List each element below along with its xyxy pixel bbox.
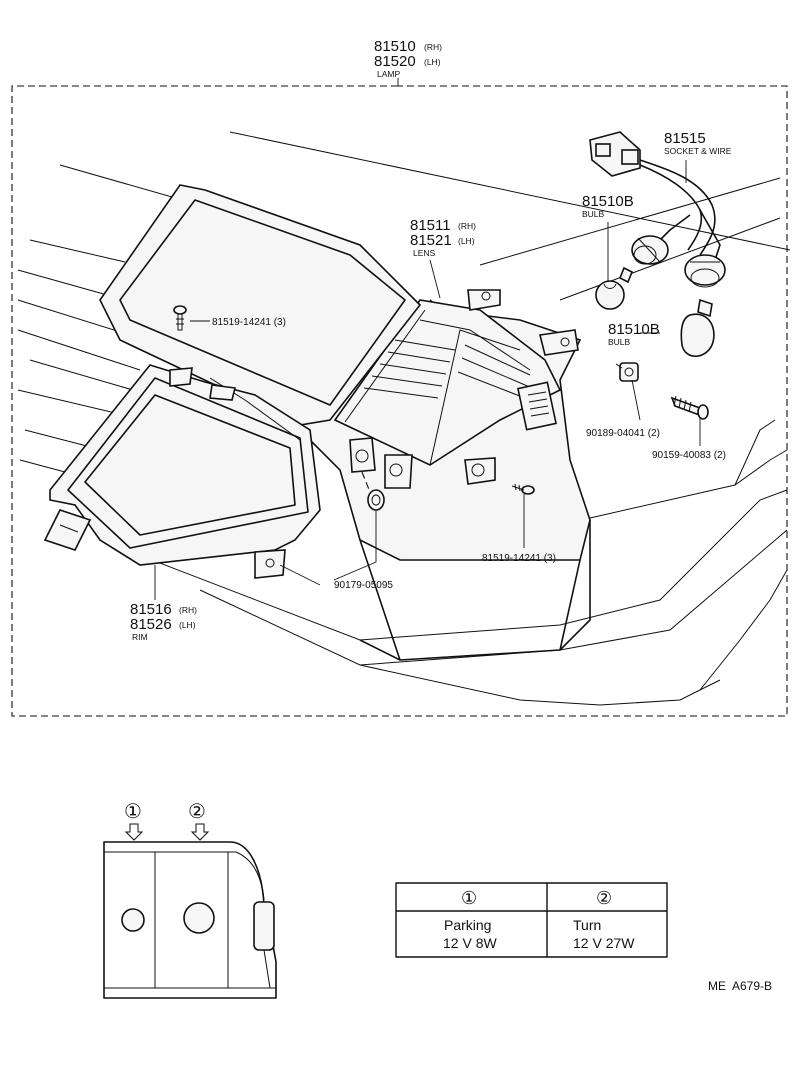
svg-text:(RH): (RH) — [458, 221, 476, 231]
table-header-2: ② — [596, 888, 612, 908]
reference-code: ME A679-B — [708, 979, 772, 993]
table-cell-parking: Parking — [444, 917, 491, 933]
svg-text:81515: 81515 — [664, 130, 706, 147]
svg-text:(LH): (LH) — [458, 236, 475, 246]
label-bulb-2: 81510B BULB — [608, 321, 660, 347]
svg-text:(RH): (RH) — [424, 42, 442, 52]
table-cell-parking-spec: 12 V 8W — [443, 935, 497, 951]
screw-side-part — [670, 395, 709, 420]
svg-text:81510: 81510 — [374, 38, 416, 55]
svg-text:81516: 81516 — [130, 601, 172, 618]
inset-marker-2: ② — [188, 801, 206, 823]
svg-text:81511: 81511 — [410, 217, 451, 234]
bulb-2-part — [680, 298, 715, 358]
svg-text:81510B: 81510B — [582, 193, 634, 210]
nut-part — [615, 362, 639, 382]
label-screw-upper: 81519-14241 (3) — [212, 317, 286, 328]
table-cell-turn: Turn — [573, 917, 601, 933]
label-grommet: 90179-05095 — [334, 580, 393, 591]
svg-text:LAMP: LAMP — [377, 69, 400, 79]
svg-text:(LH): (LH) — [424, 57, 441, 67]
label-screw-side: 90159-40083 (2) — [652, 450, 726, 461]
svg-text:SOCKET & WIRE: SOCKET & WIRE — [664, 146, 732, 156]
svg-text:RIM: RIM — [132, 632, 148, 642]
label-nut: 90189-04041 (2) — [586, 428, 660, 439]
label-bulb-1: 81510B BULB — [582, 193, 634, 219]
bulb-spec-table: ① ② Parking 12 V 8W Turn 12 V 27W — [395, 882, 668, 958]
svg-text:81521: 81521 — [410, 232, 452, 249]
svg-text:(LH): (LH) — [179, 620, 196, 630]
svg-text:LENS: LENS — [413, 248, 436, 258]
svg-text:BULB: BULB — [582, 209, 605, 219]
rim-part — [43, 364, 321, 579]
svg-text:81520: 81520 — [374, 53, 416, 70]
bulb-1-part — [595, 266, 634, 310]
grommet-part — [367, 489, 385, 511]
socket-wire-part — [589, 131, 726, 288]
lamp-label: 81510 (RH) 81520 (LH) LAMP — [374, 38, 442, 79]
label-lens: 81511 (RH) 81521 (LH) LENS — [410, 217, 476, 258]
svg-text:81510B: 81510B — [608, 321, 660, 338]
arrow-down-icon — [124, 823, 144, 841]
label-screw-lower: 81519-14241 (3) — [482, 553, 556, 564]
inset-marker-1: ① — [124, 801, 142, 823]
screw-lower — [511, 483, 535, 495]
svg-text:BULB: BULB — [608, 337, 631, 347]
table-header-1: ① — [461, 888, 477, 908]
arrow-down-icon — [190, 823, 210, 841]
svg-text:81526: 81526 — [130, 616, 172, 633]
screw-upper — [173, 305, 187, 331]
label-rim: 81516 (RH) 81526 (LH) RIM — [130, 601, 197, 642]
table-cell-turn-spec: 12 V 27W — [573, 935, 635, 951]
svg-text:(RH): (RH) — [179, 605, 197, 615]
leader-lines — [154, 160, 701, 600]
label-socket-wire: 81515 SOCKET & WIRE — [664, 130, 732, 156]
bulb-position-inset: ① ② — [103, 801, 277, 999]
assembly-boundary — [11, 78, 788, 717]
